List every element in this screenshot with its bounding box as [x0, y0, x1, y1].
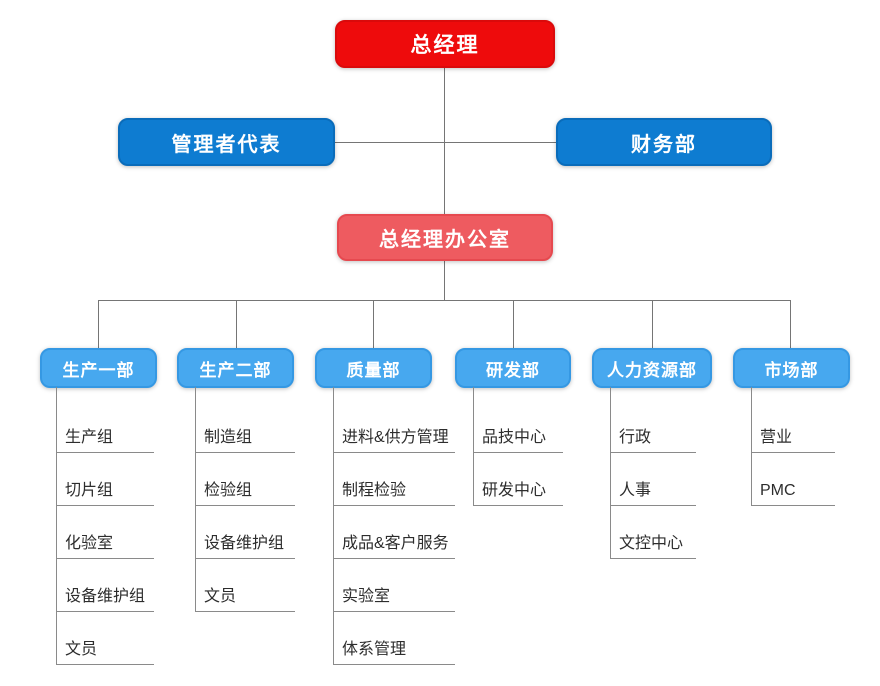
org-node-management-representative: 管理者代表: [118, 118, 335, 166]
org-node-dept-quality: 质量部: [315, 348, 432, 388]
org-branch-production-2: 制造组 检验组 设备维护组 文员: [195, 387, 295, 612]
org-node-dept-market: 市场部: [733, 348, 850, 388]
org-branch-market: 营业 PMC: [751, 387, 835, 506]
org-branch-hr: 行政 人事 文控中心: [610, 387, 696, 559]
org-leaf-item: 切片组: [57, 453, 154, 506]
org-node-dept-rnd: 研发部: [455, 348, 571, 388]
org-leaf-item: 行政: [611, 400, 696, 453]
org-leaf-item: 化验室: [57, 506, 154, 559]
org-branch-quality: 进料&供方管理 制程检验 成品&客户服务 实验室 体系管理: [333, 387, 455, 665]
org-leaf-item: 进料&供方管理: [334, 400, 455, 453]
connector-drop-hr: [652, 300, 653, 348]
connector-drop-production-2: [236, 300, 237, 348]
org-leaf-item: 制程检验: [334, 453, 455, 506]
connector-drop-production-1: [98, 300, 99, 348]
org-leaf-item: 实验室: [334, 559, 455, 612]
org-leaf-item: 品技中心: [474, 400, 563, 453]
org-leaf-item: 生产组: [57, 400, 154, 453]
org-leaf-item: 制造组: [196, 400, 295, 453]
connector-level2-horizontal: [335, 142, 556, 143]
org-node-gm-office: 总经理办公室: [337, 214, 553, 261]
org-leaf-item: 设备维护组: [196, 506, 295, 559]
org-branch-rnd: 品技中心 研发中心: [473, 387, 563, 506]
org-leaf-item: 人事: [611, 453, 696, 506]
org-leaf-item: 研发中心: [474, 453, 563, 506]
org-node-dept-production-2: 生产二部: [177, 348, 294, 388]
org-leaf-item: 检验组: [196, 453, 295, 506]
org-branch-production-1: 生产组 切片组 化验室 设备维护组 文员: [56, 387, 154, 665]
org-leaf-item: 文员: [57, 612, 154, 665]
connector-drop-rnd: [513, 300, 514, 348]
org-node-dept-hr: 人力资源部: [592, 348, 712, 388]
connector-departments-bus: [98, 300, 791, 301]
org-leaf-item: 营业: [752, 400, 835, 453]
org-node-finance-department: 财务部: [556, 118, 772, 166]
connector-drop-quality: [373, 300, 374, 348]
org-leaf-item: 成品&客户服务: [334, 506, 455, 559]
org-leaf-item: 设备维护组: [57, 559, 154, 612]
org-node-general-manager: 总经理: [335, 20, 555, 68]
org-node-dept-production-1: 生产一部: [40, 348, 157, 388]
connector-office-to-bus: [444, 261, 445, 300]
org-leaf-item: 体系管理: [334, 612, 455, 665]
connector-drop-market: [790, 300, 791, 348]
org-leaf-item: 文控中心: [611, 506, 696, 559]
connector-root-to-office: [444, 68, 445, 214]
org-leaf-item: PMC: [752, 453, 835, 506]
org-leaf-item: 文员: [196, 559, 295, 612]
